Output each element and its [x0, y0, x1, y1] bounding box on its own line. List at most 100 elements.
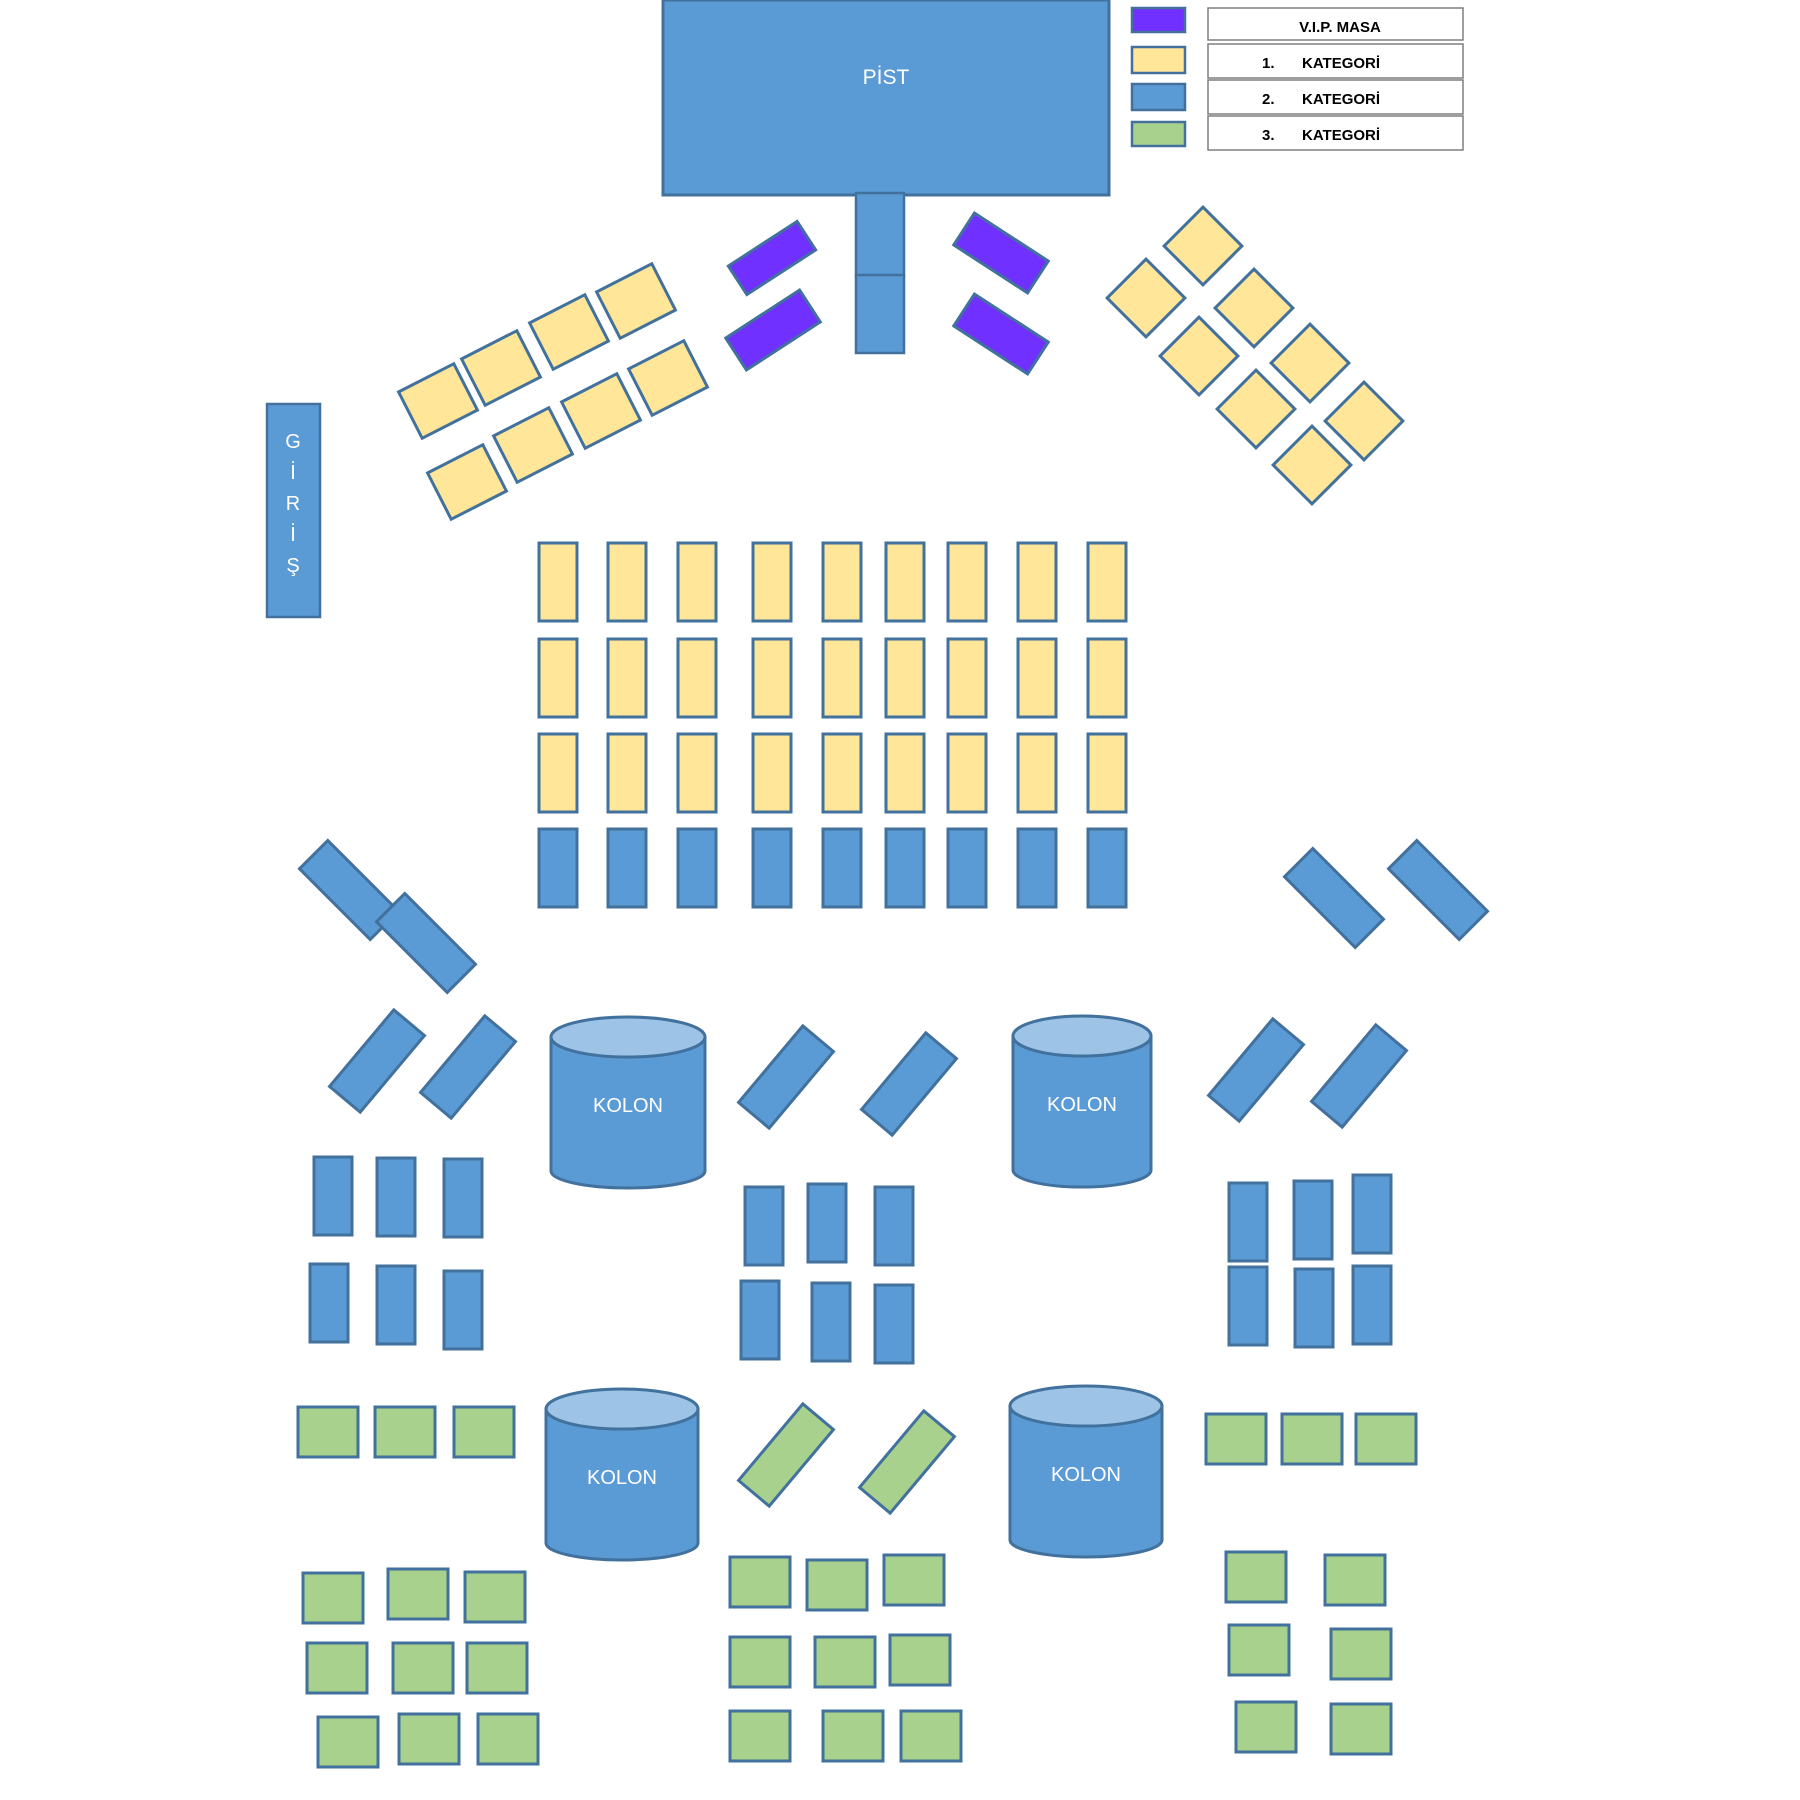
- category-1-table[interactable]: [425, 442, 509, 522]
- category-3-table[interactable]: [882, 1553, 946, 1607]
- category-3-table[interactable]: [728, 1635, 792, 1689]
- category-3-table[interactable]: [476, 1712, 540, 1766]
- category-3-table[interactable]: [1329, 1627, 1393, 1681]
- category-1-table[interactable]: [884, 541, 926, 623]
- category-2-table[interactable]: [1016, 827, 1058, 909]
- category-1-table[interactable]: [751, 732, 793, 814]
- category-2-table[interactable]: [375, 1156, 417, 1238]
- category-1-table[interactable]: [606, 732, 648, 814]
- category-1-table[interactable]: [527, 292, 611, 372]
- category-2-table[interactable]: [1309, 1022, 1409, 1130]
- category-2-table[interactable]: [806, 1182, 848, 1264]
- category-1-table[interactable]: [1086, 541, 1128, 623]
- category-2-table[interactable]: [1282, 846, 1386, 950]
- category-3-table[interactable]: [386, 1567, 450, 1621]
- category-3-table[interactable]: [1354, 1412, 1418, 1466]
- category-2-table[interactable]: [312, 1155, 354, 1237]
- category-3-table[interactable]: [391, 1641, 455, 1695]
- category-3-table[interactable]: [1323, 1553, 1387, 1607]
- category-1-table[interactable]: [676, 637, 718, 719]
- vip-table[interactable]: [723, 288, 823, 372]
- category-2-table[interactable]: [375, 1264, 417, 1346]
- category-1-table[interactable]: [1086, 637, 1128, 719]
- category-1-table[interactable]: [821, 541, 863, 623]
- category-3-table[interactable]: [1329, 1702, 1393, 1756]
- category-1-table[interactable]: [594, 261, 678, 341]
- category-1-table[interactable]: [537, 732, 579, 814]
- category-1-table[interactable]: [884, 732, 926, 814]
- category-2-table[interactable]: [1206, 1016, 1306, 1124]
- category-1-table[interactable]: [1322, 379, 1406, 463]
- category-1-table[interactable]: [559, 371, 643, 451]
- category-2-table[interactable]: [327, 1007, 427, 1115]
- category-2-table[interactable]: [418, 1013, 518, 1121]
- category-2-table[interactable]: [442, 1269, 484, 1351]
- category-3-table[interactable]: [1224, 1550, 1288, 1604]
- category-3-table[interactable]: [452, 1405, 516, 1459]
- category-1-table[interactable]: [1016, 637, 1058, 719]
- category-2-table[interactable]: [946, 827, 988, 909]
- category-3-table[interactable]: [301, 1571, 365, 1625]
- category-3-table[interactable]: [888, 1633, 952, 1687]
- category-3-table[interactable]: [728, 1709, 792, 1763]
- category-1-table[interactable]: [537, 637, 579, 719]
- category-1-table[interactable]: [459, 328, 543, 408]
- category-3-table[interactable]: [805, 1558, 869, 1612]
- category-3-table[interactable]: [1227, 1623, 1291, 1677]
- category-3-table[interactable]: [899, 1709, 963, 1763]
- category-3-table[interactable]: [305, 1641, 369, 1695]
- category-2-table[interactable]: [751, 827, 793, 909]
- category-1-table[interactable]: [1270, 423, 1354, 507]
- category-2-table[interactable]: [676, 827, 718, 909]
- category-1-table[interactable]: [751, 541, 793, 623]
- category-3-table[interactable]: [296, 1405, 360, 1459]
- category-2-table[interactable]: [859, 1030, 959, 1138]
- category-3-table[interactable]: [397, 1712, 461, 1766]
- category-2-table[interactable]: [743, 1185, 785, 1267]
- category-2-table[interactable]: [1292, 1179, 1334, 1261]
- category-1-table[interactable]: [946, 732, 988, 814]
- category-3-table[interactable]: [821, 1709, 885, 1763]
- category-1-table[interactable]: [946, 541, 988, 623]
- category-3-table[interactable]: [736, 1401, 836, 1509]
- category-1-table[interactable]: [1214, 367, 1298, 451]
- category-1-table[interactable]: [1268, 321, 1352, 405]
- category-2-table[interactable]: [1351, 1173, 1393, 1255]
- category-2-table[interactable]: [1351, 1264, 1393, 1346]
- category-1-table[interactable]: [1212, 266, 1296, 350]
- category-1-table[interactable]: [1016, 732, 1058, 814]
- category-1-table[interactable]: [676, 541, 718, 623]
- category-1-table[interactable]: [606, 541, 648, 623]
- category-2-table[interactable]: [308, 1262, 350, 1344]
- category-1-table[interactable]: [946, 637, 988, 719]
- category-1-table[interactable]: [1104, 256, 1188, 340]
- category-3-table[interactable]: [373, 1405, 437, 1459]
- vip-table[interactable]: [951, 292, 1051, 376]
- vip-table[interactable]: [726, 219, 818, 297]
- category-2-table[interactable]: [821, 827, 863, 909]
- category-1-table[interactable]: [1016, 541, 1058, 623]
- category-1-table[interactable]: [821, 732, 863, 814]
- category-1-table[interactable]: [676, 732, 718, 814]
- category-2-table[interactable]: [739, 1279, 781, 1361]
- category-1-table[interactable]: [626, 338, 710, 418]
- category-2-table[interactable]: [1227, 1181, 1269, 1263]
- category-1-table[interactable]: [537, 541, 579, 623]
- category-2-table[interactable]: [736, 1023, 836, 1131]
- category-2-table[interactable]: [1386, 838, 1490, 942]
- category-1-table[interactable]: [751, 637, 793, 719]
- vip-table[interactable]: [951, 211, 1051, 295]
- category-1-table[interactable]: [1161, 204, 1245, 288]
- category-1-table[interactable]: [884, 637, 926, 719]
- category-2-table[interactable]: [606, 827, 648, 909]
- category-3-table[interactable]: [1204, 1412, 1268, 1466]
- category-2-table[interactable]: [1293, 1267, 1335, 1349]
- category-1-table[interactable]: [821, 637, 863, 719]
- category-2-table[interactable]: [374, 891, 478, 995]
- category-3-table[interactable]: [465, 1641, 529, 1695]
- category-2-table[interactable]: [873, 1283, 915, 1365]
- category-2-table[interactable]: [810, 1281, 852, 1363]
- category-1-table[interactable]: [396, 361, 480, 441]
- category-2-table[interactable]: [873, 1185, 915, 1267]
- category-3-table[interactable]: [463, 1570, 527, 1624]
